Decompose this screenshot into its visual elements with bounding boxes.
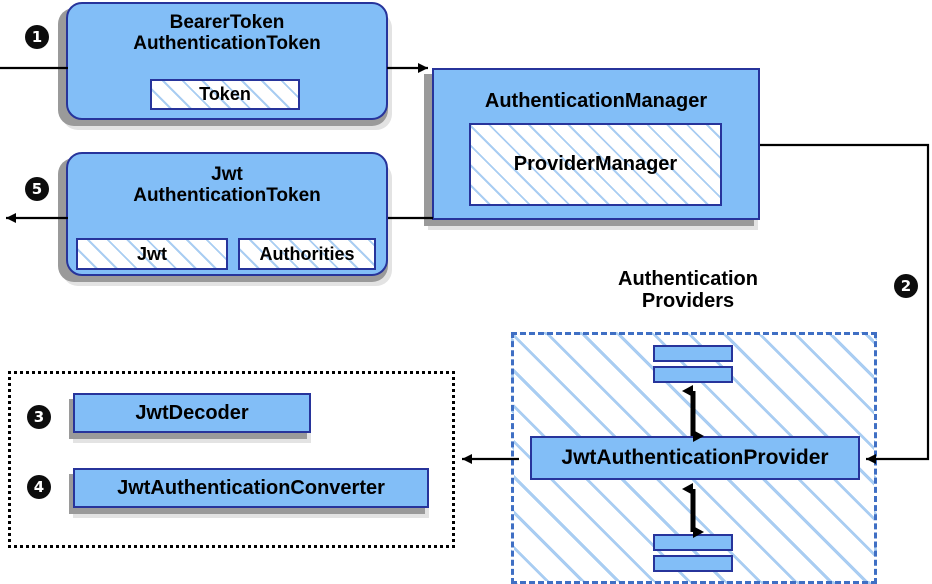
bearer-token-title-line2: AuthenticationToken <box>133 33 321 55</box>
jwt-authentication-converter-title: JwtAuthenticationConverter <box>117 476 385 499</box>
provider-stub-bar-top-2 <box>653 366 733 383</box>
jwt-token-title-line1: Jwt <box>211 164 243 185</box>
node-bearer-token-authentication-token[interactable]: BearerToken AuthenticationToken <box>66 2 388 120</box>
step-badge-4: 4 <box>27 475 51 499</box>
authentication-providers-label-line2: Providers <box>641 290 735 313</box>
node-jwt-authentication-converter[interactable]: JwtAuthenticationConverter <box>73 468 429 508</box>
step-badge-5: 5 <box>25 177 49 201</box>
slot-token: Token <box>150 79 300 110</box>
slot-jwt: Jwt <box>76 238 228 270</box>
bearer-token-title-line1: BearerToken <box>169 12 285 33</box>
provider-stub-bar-top-1 <box>653 345 733 362</box>
node-jwt-authentication-provider[interactable]: JwtAuthenticationProvider <box>530 436 860 480</box>
authentication-providers-label-line1: Authentication <box>618 268 758 290</box>
authentication-providers-label: Authentication Providers <box>566 268 810 313</box>
slot-authorities: Authorities <box>238 238 376 270</box>
slot-provider-manager: ProviderManager <box>469 123 722 206</box>
jwt-decoder-title: JwtDecoder <box>135 401 249 424</box>
provider-stub-bar-bottom-2 <box>653 555 733 572</box>
step-badge-3: 3 <box>27 405 51 429</box>
group-jwt-support <box>8 371 455 548</box>
authentication-manager-title: AuthenticationManager <box>484 90 708 112</box>
step-badge-2: 2 <box>894 274 918 298</box>
node-jwt-decoder[interactable]: JwtDecoder <box>73 393 311 433</box>
step-badge-1: 1 <box>25 25 49 49</box>
jwt-token-title-line2: AuthenticationToken <box>133 185 321 207</box>
provider-stub-bar-bottom-1 <box>653 534 733 551</box>
jwt-authentication-provider-title: JwtAuthenticationProvider <box>561 446 829 469</box>
